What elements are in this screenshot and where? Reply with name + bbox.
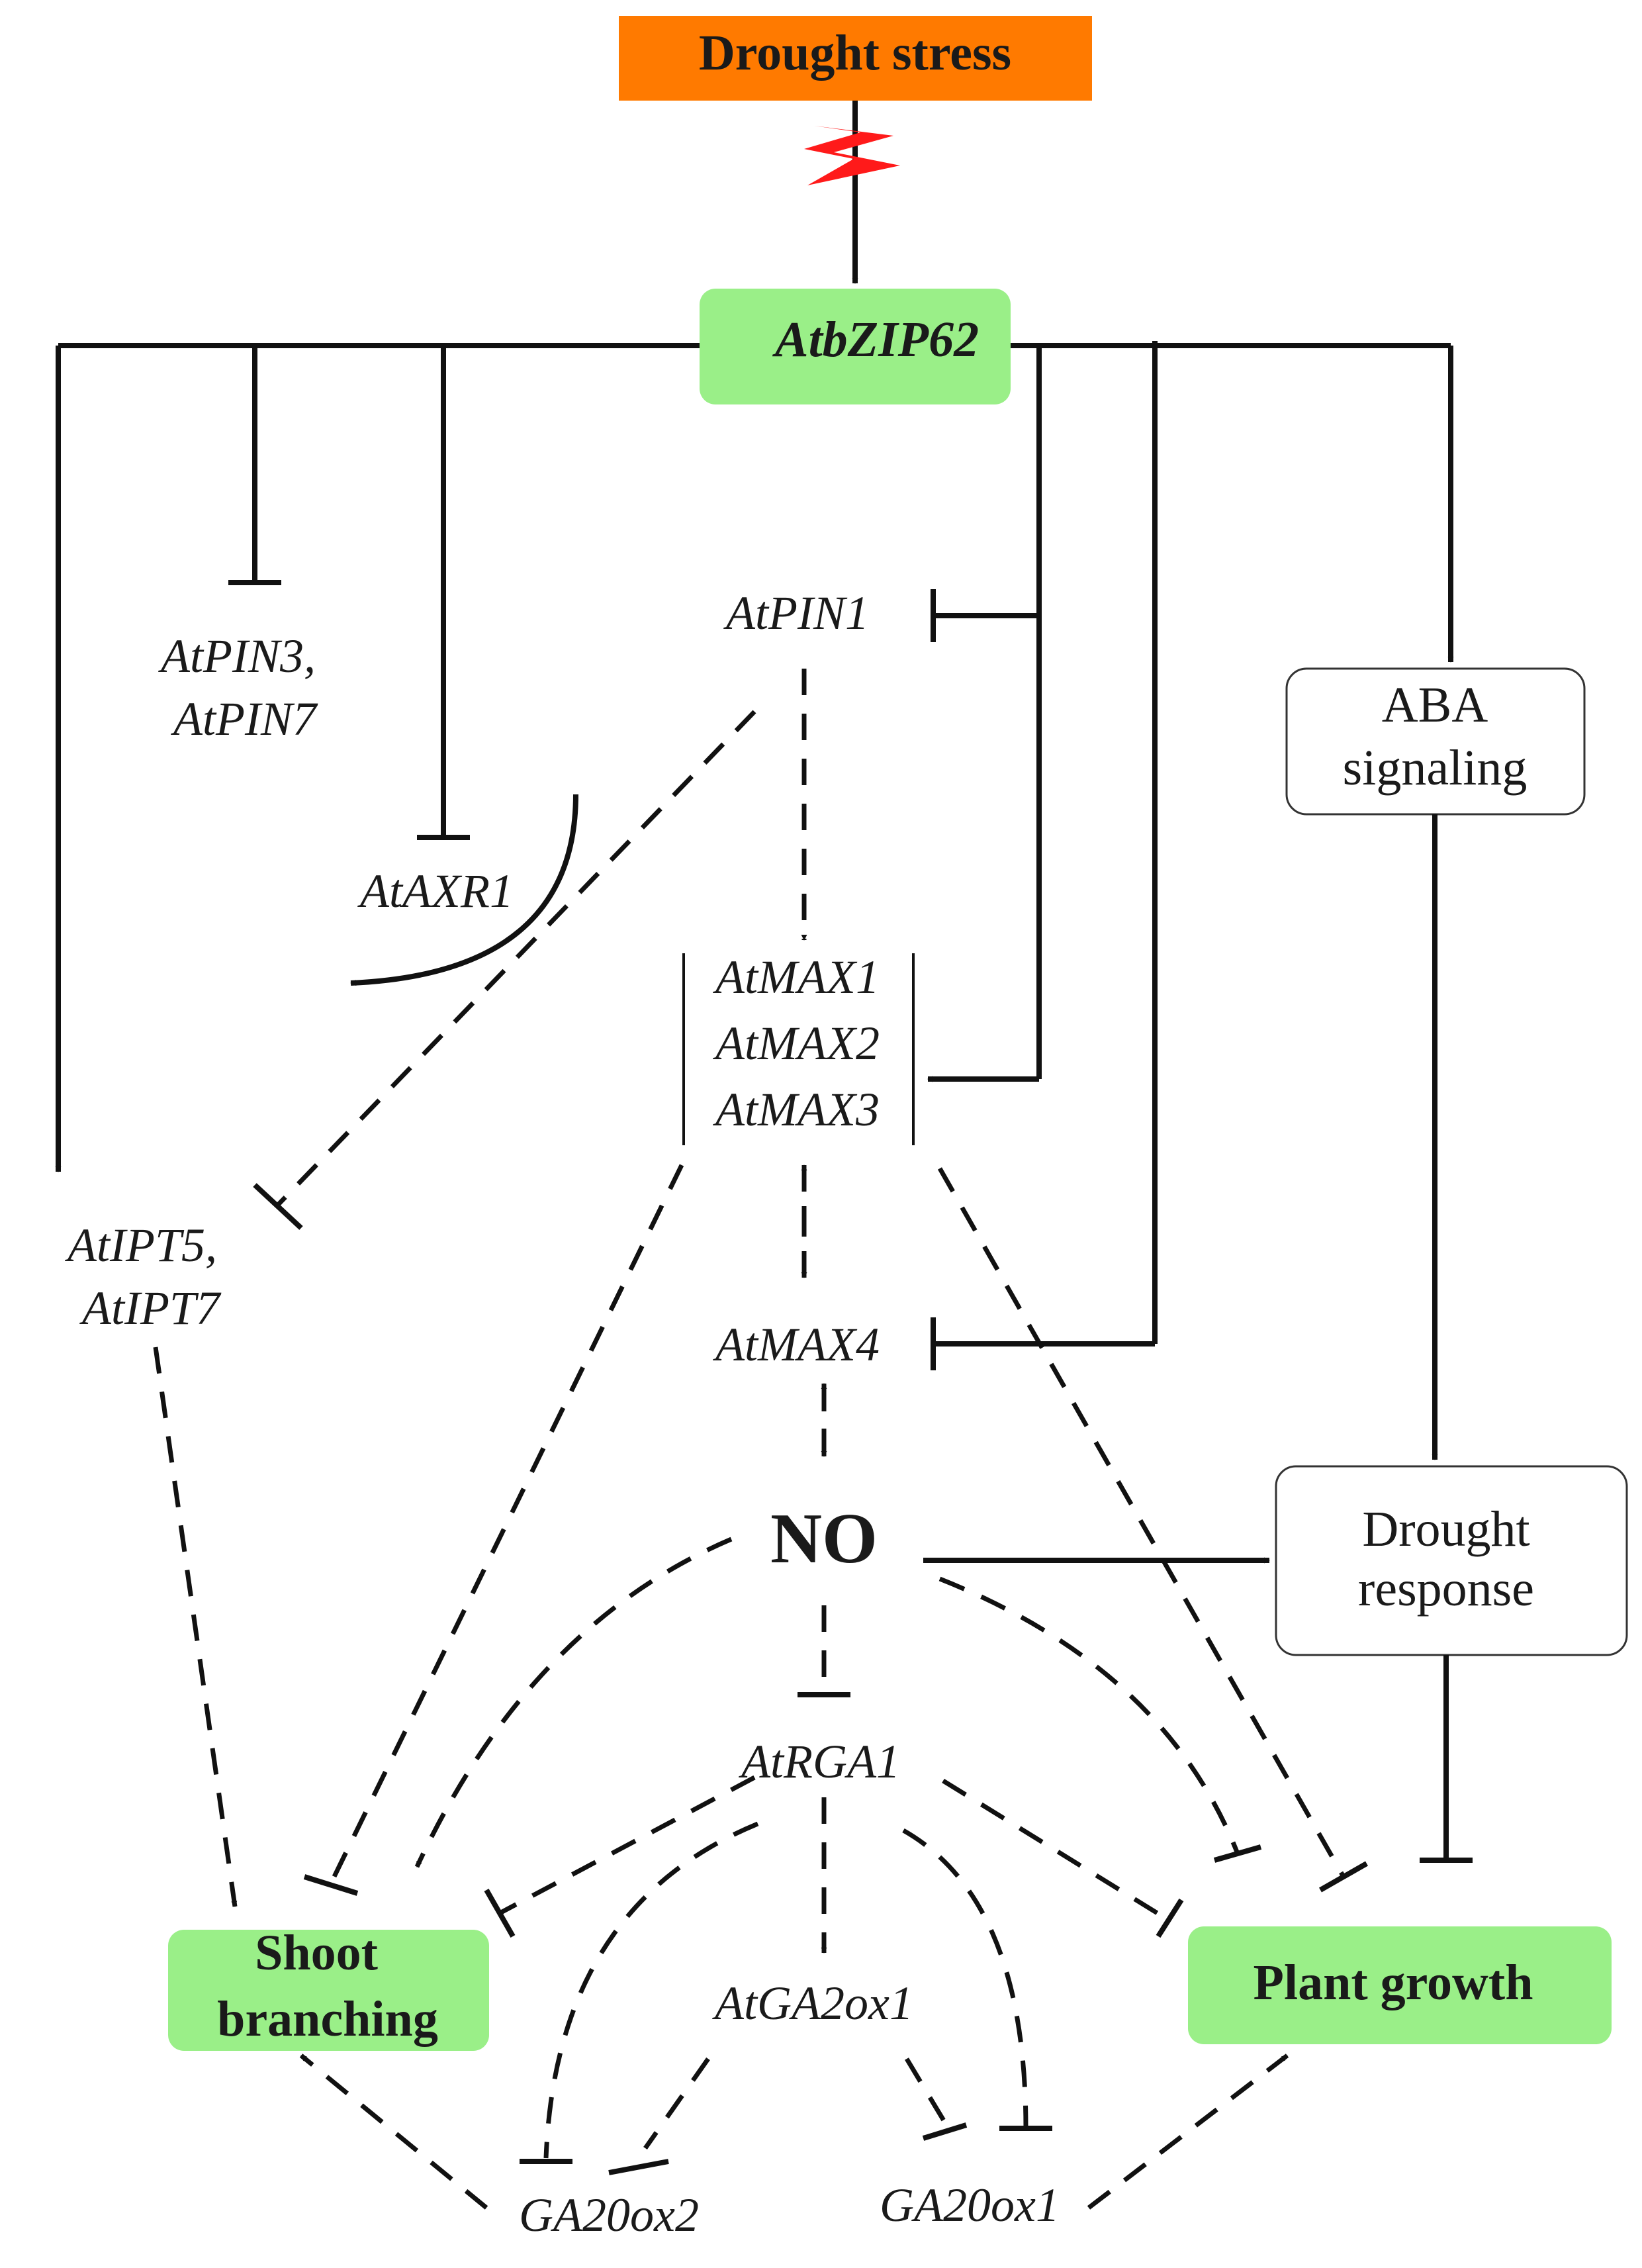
ga20ox1-label: GA20ox1 bbox=[880, 2179, 1060, 2232]
drought-response-line1: Drought bbox=[1362, 1501, 1529, 1557]
plant-growth-label: Plant growth bbox=[1254, 1955, 1533, 2010]
drought-stress-box bbox=[619, 16, 1092, 101]
atmax3-label: AtMAX3 bbox=[713, 1083, 880, 1136]
drought-stress-label: Drought stress bbox=[699, 25, 1011, 81]
no-label: NO bbox=[770, 1499, 878, 1578]
atmax2-label: AtMAX2 bbox=[713, 1017, 880, 1070]
atmax4-label: AtMAX4 bbox=[713, 1318, 880, 1371]
atrga1-label: AtRGA1 bbox=[739, 1735, 900, 1788]
atga2ox1-label: AtGA2ox1 bbox=[712, 1977, 913, 2030]
aba-label-line2: signaling bbox=[1343, 740, 1528, 796]
atbzip62-label: AtbZIP62 bbox=[772, 312, 979, 367]
plant-growth-box bbox=[1188, 1926, 1612, 2044]
atmax1-label: AtMAX1 bbox=[713, 951, 880, 1004]
atpin1-label: AtPIN1 bbox=[723, 587, 869, 639]
inhibition-bars bbox=[253, 1183, 1368, 2175]
ataxr1-label: AtAXR1 bbox=[357, 865, 514, 918]
shoot-branching-box bbox=[168, 1930, 489, 2051]
atpin3-label: AtPIN3, bbox=[158, 630, 316, 683]
shoot-branching-line1: Shoot bbox=[255, 1925, 378, 1981]
shoot-branching-line2: branching bbox=[217, 1991, 438, 2047]
lightning-icon bbox=[804, 126, 900, 185]
atipt5-label: AtIPT5, bbox=[65, 1219, 217, 1272]
solid-connections bbox=[55, 101, 1473, 1863]
drought-response-box bbox=[1275, 1465, 1628, 1656]
dashed-connections bbox=[153, 669, 1346, 2210]
atpin7-label: AtPIN7 bbox=[171, 692, 318, 745]
aba-label-line1: ABA bbox=[1382, 677, 1488, 733]
drought-response-line2: response bbox=[1358, 1561, 1534, 1617]
atbzip62-box bbox=[700, 289, 1011, 404]
ga20ox2-label: GA20ox2 bbox=[519, 2189, 699, 2242]
atipt7-label: AtIPT7 bbox=[79, 1282, 222, 1335]
